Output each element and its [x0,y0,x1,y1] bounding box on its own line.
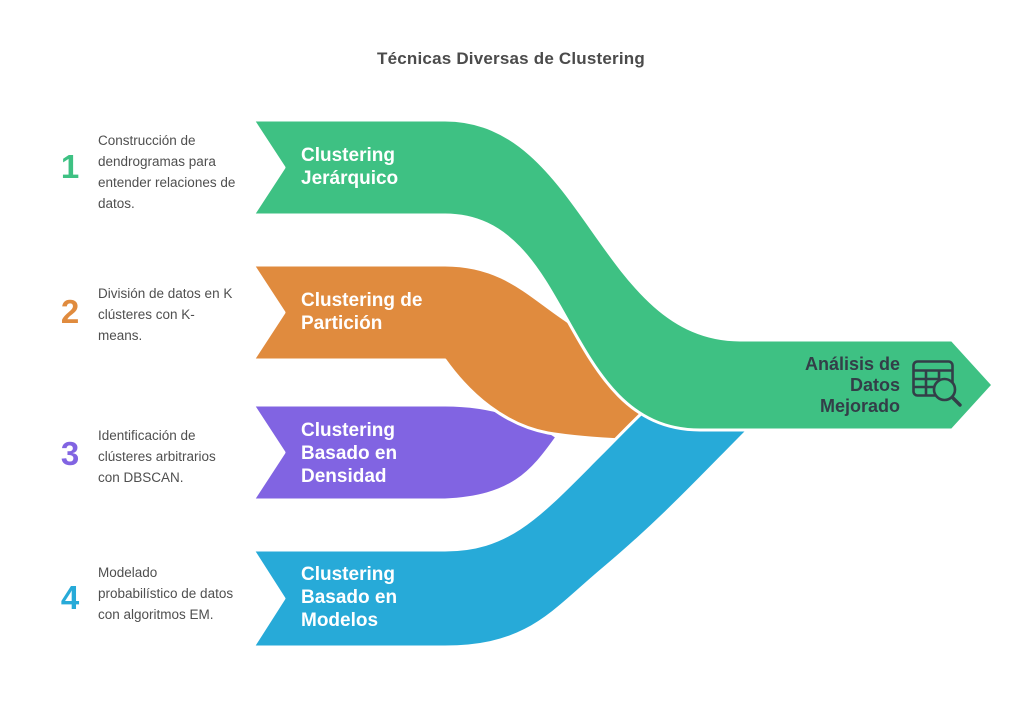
step-description-1: Construcción de dendrogramas para entend… [98,133,236,211]
table-search-icon [912,360,962,407]
ribbon-label-hierarchical: Clustering Jerárquico [301,145,399,189]
step-description-4: Modelado probabilístico de datos con alg… [98,565,234,622]
step-number-1: 1 [60,148,80,185]
diagram-title: Técnicas Diversas de Clustering [377,49,645,68]
ribbon-label-partition: Clustering de Partición [301,290,423,334]
magnifier-handle [950,395,962,407]
step-number-2: 2 [60,293,80,330]
step-number-4: 4 [60,579,80,616]
step-description-2: División de datos en K clústeres con K-m… [98,286,233,343]
ribbon-label-models: Clustering Basado en Modelos [301,564,398,631]
ribbon-density-clustering [251,403,559,502]
ribbon-label-density: Clustering Basado en Densidad [301,420,398,487]
step-description-3: Identificación de clústeres arbitrarios … [98,428,216,485]
magnifier-lens [932,377,957,402]
output-arrow-label: Análisis de Datos Mejorado [804,354,900,416]
ribbon-hierarchical-clustering-output-arrow [251,118,995,432]
step-number-3: 3 [60,435,80,472]
